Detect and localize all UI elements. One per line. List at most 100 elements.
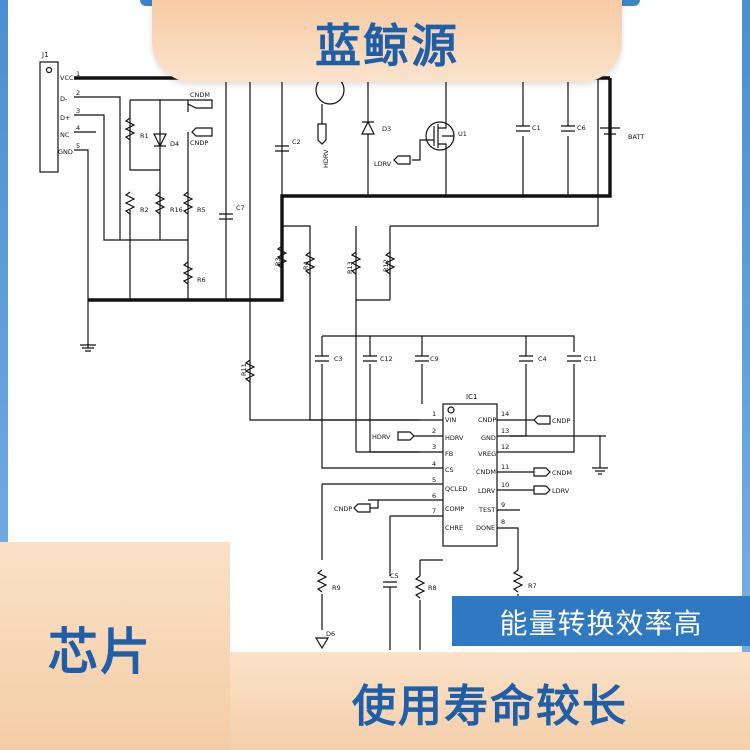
top-banner: 蓝鲸源 [152, 0, 622, 82]
capacitor-c7 [219, 213, 233, 220]
diode-d4 [153, 133, 167, 148]
j1-pin-name-4: NC [60, 131, 70, 139]
ic1-pin-name-9: TEST [478, 506, 495, 514]
net-flag-cndp-3 [353, 500, 379, 513]
resistor-r1 [124, 117, 136, 141]
resistor-r6 [182, 261, 194, 285]
ic1-pin-name-13: GND [481, 434, 496, 442]
ic1-body [442, 403, 498, 547]
diode-d3 [361, 78, 375, 196]
net-flag-cndm-1 [187, 99, 213, 109]
cap-c4-wire [510, 336, 527, 437]
resistor-r12 [384, 251, 396, 275]
capacitor-c1 [516, 125, 530, 132]
ic1-pin-name-1: VIN [445, 416, 456, 424]
net-flag-cndp-2 [533, 415, 551, 425]
ic1-pin-name-12: VREG [478, 450, 496, 458]
mid-cap-rail [322, 335, 575, 352]
net-cndp-label-3: CNDP [334, 505, 352, 513]
r4-label: R4 [302, 261, 310, 270]
ic1-pin-name-14: CNDP [478, 416, 496, 424]
ic1-pin-num-5: 5 [432, 476, 436, 484]
ic1-pin-num-11: 11 [501, 463, 509, 471]
ic1-pin-num-13: 13 [501, 427, 509, 435]
c6-label: C6 [577, 124, 586, 132]
r8-label: R8 [428, 584, 437, 592]
ic1-pin-num-2: 2 [432, 427, 436, 435]
c11-label: C11 [584, 355, 597, 363]
r13-label: R13 [346, 261, 354, 274]
ic1-pin-name-5: QCLED [445, 485, 467, 493]
j1-pin-num-4: 4 [76, 124, 80, 132]
net-ldrv-label-1: LDRV [374, 160, 392, 168]
capacitor-c11 [567, 355, 581, 362]
net-flag-ldrv-1 [393, 155, 411, 165]
c5-label: C5 [390, 572, 399, 580]
ic1-left-pin-wires [321, 300, 443, 576]
d4-label: D4 [170, 140, 179, 148]
resistor-r2 [124, 191, 136, 215]
net-cndp-label-2: CNDP [552, 417, 570, 425]
right-frame-strip [742, 0, 750, 750]
r5-label: R5 [197, 206, 206, 214]
c2-label: C2 [292, 138, 301, 146]
ic1-pin-num-3: 3 [432, 443, 436, 451]
ic1-pin-num-4: 4 [432, 460, 436, 468]
feature-banner-lifespan: 使用寿命较长 [230, 652, 750, 750]
capacitor-c4 [519, 355, 533, 362]
batt-label: BATT [628, 133, 644, 141]
r2-label: R2 [140, 206, 149, 214]
resistor-r16 [154, 191, 166, 215]
net-hdrv-label-2: HDRV [372, 433, 391, 441]
capacitor-c6 [561, 125, 575, 132]
capacitor-c12 [363, 355, 377, 362]
j1-pin-num-2: 2 [76, 89, 80, 97]
j1-pin-num-5: 5 [76, 142, 80, 150]
net-cndm-label-1: CNDM [190, 91, 210, 99]
ic1-pin-name-11: CNDM [476, 468, 496, 476]
bottom-left-panel [0, 542, 230, 750]
diode-d6 [314, 637, 330, 650]
j1-pin-name-3: D+ [60, 114, 70, 122]
ic1-pin-name-10: LDRV [478, 487, 496, 495]
capacitor-c3 [315, 355, 329, 362]
resistor-r13 [350, 251, 362, 275]
ic1-pin-name-2: HDRV [445, 434, 464, 442]
ic1-pin-num-1: 1 [432, 410, 436, 418]
r12-label: R12 [382, 259, 390, 272]
j1-ref: J1 [41, 51, 49, 59]
ic1-pin1-dot [447, 406, 455, 414]
ldrv-gate-wire [412, 139, 434, 161]
j1-pin-name-2: D- [60, 95, 68, 103]
j1-mount-hole [45, 66, 53, 74]
ic1-pin-num-6: 6 [432, 492, 436, 500]
ic1-pin-num-14: 14 [501, 410, 509, 418]
ic1-pin-num-12: 12 [501, 443, 509, 451]
feature-efficiency-text: 能量转换效率高 [499, 607, 703, 640]
u1-internals [433, 120, 454, 152]
net-flag-cndm-2 [533, 467, 551, 477]
net-flag-hdrv-1 [317, 123, 327, 145]
capacitor-c2 [275, 145, 289, 152]
net-cndm-label-2: CNDM [552, 469, 572, 477]
c4-label: C4 [538, 355, 547, 363]
ic1-pin-name-6: COMP [445, 505, 464, 513]
capacitor-c5 [383, 581, 397, 650]
ic1-pin-num-9: 9 [501, 501, 505, 509]
product-category-label: 芯片 [48, 623, 152, 681]
resistor-r3 [276, 245, 288, 269]
r11-label: R11 [240, 363, 248, 376]
j1-wires [74, 76, 610, 352]
c7-label: C7 [236, 204, 245, 212]
ic1-right-pin-wires [497, 419, 608, 570]
j1-pin-num-1: 1 [76, 70, 80, 78]
d3-label: D3 [382, 125, 391, 133]
r4-wires [281, 225, 420, 421]
ic1-pin-name-7: CHRE [445, 524, 463, 532]
net-flag-hdrv-2 [397, 431, 420, 441]
j1-connector-body [39, 61, 59, 173]
ic1-pin-name-4: CS [445, 466, 454, 474]
resistor-r4 [304, 251, 316, 275]
r9-label: R9 [332, 584, 341, 592]
